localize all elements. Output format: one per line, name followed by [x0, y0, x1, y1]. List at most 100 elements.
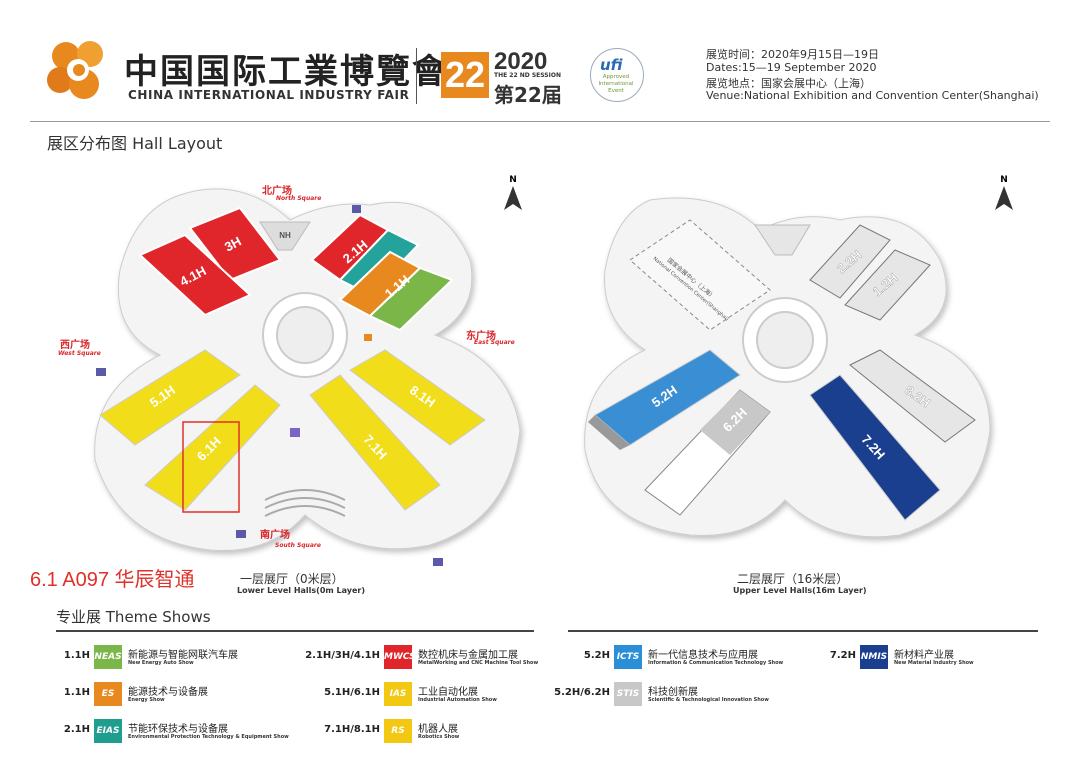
nh-hall-shape — [259, 221, 311, 251]
lower-level-map: NH 3H 4.1H 2.1H 1.1H 5.1H 6.1H 7.1H 8.1H — [94, 188, 521, 566]
nh-label: NH — [279, 231, 291, 240]
hall-7-1h: 7.1H — [309, 374, 441, 511]
hall-6-2h: 6.2H — [644, 389, 771, 516]
west-square-cn: 西广场 — [60, 340, 90, 351]
theme-badge-icon: IAS — [384, 682, 412, 706]
year: 2020 — [494, 48, 548, 75]
theme-badge-icon: MWCS — [384, 645, 416, 669]
theme-badge-icon: NEAS — [94, 645, 122, 669]
theme-name-en: New Material Industry Show — [894, 660, 974, 666]
elevator-icon-south — [290, 428, 300, 437]
upper-caption-en: Upper Level Halls(16m Layer) — [733, 586, 867, 595]
theme-name-cn: 新材料产业展 — [894, 650, 954, 661]
hall-3h-label: 3H — [222, 234, 244, 255]
ufi-logo-text: ufi — [600, 56, 623, 74]
north-label-upper: N — [1000, 175, 1008, 185]
bus-icon-south — [236, 530, 246, 538]
fair-logo-icon — [47, 41, 103, 99]
east-square-cn: 东广场 — [466, 331, 496, 342]
convention-center: 国家会展中心（上海） National Convention Center(Sh… — [629, 219, 771, 331]
theme-name-cn: 能源技术与设备展 — [128, 687, 208, 698]
theme-hall-code: 7.2H — [829, 650, 856, 661]
theme-hall-code: 1.1H — [63, 687, 90, 698]
east-square-en: East Square — [474, 339, 515, 346]
hall-2-2h: 2.2H — [809, 224, 891, 299]
theme-hall-code: 5.1H/6.1H — [324, 687, 380, 698]
south-square-cn: 南广场 — [260, 530, 290, 541]
theme-hall-code: 2.1H — [63, 724, 90, 735]
session-number-badge: 22 — [441, 52, 489, 98]
theme-hall-code: 1.1H — [63, 650, 90, 661]
theme-hall-code: 2.1H/3H/4.1H — [305, 650, 380, 661]
booth-label: 6.1 A097 华辰智通 — [30, 569, 195, 591]
theme-name-en: Environmental Protection Technology & Eq… — [128, 734, 289, 740]
bus-icon-west — [96, 368, 106, 376]
hall-7-2h: 7.2H — [809, 374, 941, 521]
ufi-subtitle: Approved International Event — [598, 74, 634, 94]
theme-shows-title: 专业展 Theme Shows — [56, 608, 211, 626]
info-icon-east — [364, 334, 372, 341]
hall-8-2h: 8.2H — [849, 349, 976, 443]
theme-name-en: MetalWorking and CNC Machine Tool Show — [418, 660, 539, 666]
hall-5-1h: 5.1H — [99, 349, 241, 446]
theme-name-cn: 数控机床与金属加工展 — [418, 650, 518, 661]
upper-funnel-shape — [754, 224, 811, 256]
theme-badge-icon: STIS — [614, 682, 642, 706]
venue-en: Venue:National Exhibition and Convention… — [706, 89, 1039, 102]
theme-name-cn: 新能源与智能网联汽车展 — [128, 650, 238, 661]
theme-name-en: Information & Communication Technology S… — [648, 660, 784, 666]
theme-badge-icon: RS — [384, 719, 412, 743]
theme-name-en: Energy Show — [128, 697, 165, 703]
theme-name-cn: 节能环保技术与设备展 — [128, 724, 228, 735]
west-square-en: West Square — [58, 350, 101, 357]
upper-caption-cn: 二层展厅（16米层） — [737, 572, 849, 586]
north-arrow-upper: N — [995, 175, 1013, 210]
theme-rule-left — [56, 630, 534, 632]
north-square-cn: 北广场 — [262, 186, 292, 197]
theme-name-en: Robotics Show — [418, 734, 460, 740]
venue-cn: 展览地点：国家会展中心（上海） — [706, 77, 871, 90]
fair-title-cn: 中国国际工業博覽會 — [124, 52, 448, 92]
header-rule — [30, 121, 1050, 122]
theme-name-cn: 机器人展 — [418, 724, 458, 735]
hall-6-1h: 6.1H — [144, 384, 281, 511]
bus-icon-south-east — [433, 558, 443, 566]
booth-highlight-box — [182, 421, 240, 513]
lower-caption-cn: 一层展厅（0米层） — [240, 572, 344, 586]
south-stairs — [264, 489, 346, 517]
theme-badge-icon: ES — [94, 682, 122, 706]
hall-3h: 3H — [188, 206, 282, 282]
theme-badge-icon: EIAS — [94, 719, 122, 743]
theme-name-cn: 科技创新展 — [648, 687, 698, 698]
lower-caption-en: Lower Level Halls(0m Layer) — [237, 586, 366, 595]
theme-name-en: Scientific & Technological Innovation Sh… — [648, 697, 769, 703]
theme-name-cn: 新一代信息技术与应用展 — [648, 650, 758, 661]
north-arrow-lower: N — [504, 175, 522, 210]
header-divider — [416, 48, 417, 104]
hall-1-1h: 1.1H — [338, 250, 454, 332]
hall-1-2h: 1.2H — [844, 249, 931, 321]
north-label-lower: N — [509, 175, 517, 185]
hall-4-1h: 4.1H — [138, 233, 252, 317]
theme-hall-code: 5.2H — [583, 650, 610, 661]
hall-5-2h: 5.2H — [588, 349, 741, 450]
theme-badge-icon: NMIS — [860, 645, 888, 669]
upper-level-map: 国家会展中心（上海） National Convention Center(Sh… — [584, 197, 991, 538]
hall-layout-title: 展区分布图 Hall Layout — [47, 134, 223, 153]
theme-name-en: Industrial Automation Show — [418, 697, 497, 703]
theme-badge-icon: ICTS — [614, 645, 642, 669]
north-square-en: North Square — [276, 195, 322, 202]
theme-rule-right — [568, 630, 1038, 632]
south-square-en: South Square — [275, 542, 321, 549]
ufi-logo — [590, 48, 644, 102]
theme-hall-code: 5.2H/6.2H — [554, 687, 610, 698]
fair-title-en: CHINA INTERNATIONAL INDUSTRY FAIR — [128, 88, 410, 102]
theme-name-cn: 工业自动化展 — [418, 687, 478, 698]
session-cn: 第22届 — [494, 83, 562, 107]
session-en: THE 22 ND SESSION — [494, 72, 561, 79]
dates-en: Dates:15—19 September 2020 — [706, 61, 877, 74]
hall-8-1h: 8.1H — [349, 349, 486, 446]
dates-cn: 展览时间：2020年9月15日—19日 — [706, 48, 879, 61]
theme-name-en: New Energy Auto Show — [128, 660, 194, 666]
theme-hall-code: 7.1H/8.1H — [324, 724, 380, 735]
